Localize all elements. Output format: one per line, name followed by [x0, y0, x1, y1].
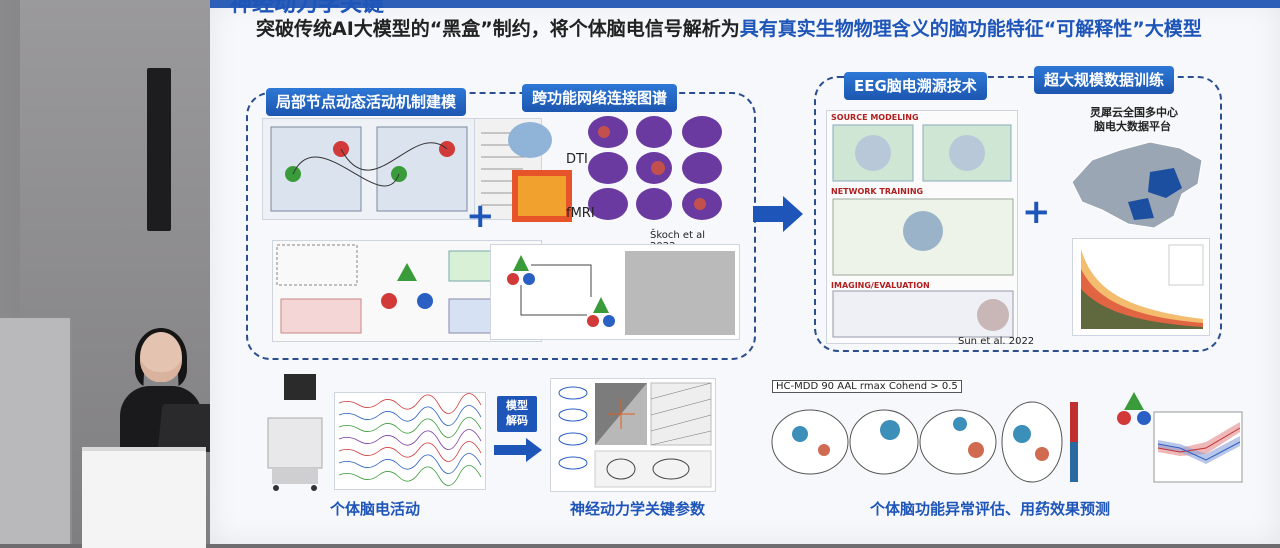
dti-label: DTI	[566, 152, 588, 167]
slide-top-band	[210, 0, 1280, 8]
wall-speaker	[147, 68, 171, 231]
tag-network-map: 跨功能网络连接图谱	[522, 84, 678, 112]
network-training-label: NETWORK TRAINING	[831, 187, 924, 196]
training-curve-chart	[1072, 238, 1210, 336]
model-decode-box: 模型解码	[497, 396, 537, 432]
circuit-diagram	[270, 126, 468, 212]
modeling-panel	[246, 92, 756, 360]
eeg-device-image	[262, 370, 330, 492]
sun-citation: Sun et al. 2022	[958, 336, 1035, 347]
plus-sign-right: +	[1022, 192, 1051, 232]
label-assessment: 个体脑功能异常评估、用药效果预测	[870, 500, 1111, 518]
lectern	[82, 447, 206, 548]
door	[0, 318, 72, 544]
tag-eeg-source: EEG脑电溯源技术	[844, 72, 987, 100]
projection-screen: 神经动力学关键 突破传统AI大模型的“黑盒”制约，将个体脑电信号解析为具有真实生…	[210, 0, 1280, 544]
connectivity-figure	[504, 114, 738, 226]
room-background	[0, 0, 230, 544]
source-localization-panel	[814, 76, 1222, 352]
fmri-label: fMRI	[566, 206, 595, 221]
neural-mass-figure	[262, 118, 476, 220]
platform-line1: 灵犀云全国多中心	[1090, 106, 1178, 119]
subtitle-prefix: 突破传统AI大模型的“黑盒”制约，将个体脑电信号解析为	[256, 18, 740, 40]
flow-arrow-icon	[753, 196, 803, 232]
decode-line1: 模型	[506, 399, 528, 412]
source-modeling-figure: SOURCE MODELING NETWORK TRAINING IMAGING…	[826, 110, 1018, 344]
presenter-head	[140, 332, 182, 382]
subtitle-highlight: 具有真实生物物理含义的脑功能特征“可解释性”大模型	[739, 18, 1202, 40]
label-key-params: 神经动力学关键参数	[570, 500, 706, 518]
drug-effect-prediction-chart	[1110, 382, 1246, 490]
plus-sign-left: +	[466, 196, 495, 236]
slide-subtitle: 突破传统AI大模型的“黑盒”制约，将个体脑电信号解析为具有真实生物物理含义的脑功…	[256, 14, 1202, 41]
decode-line2: 解码	[506, 414, 528, 427]
source-modeling-label: SOURCE MODELING	[831, 113, 919, 122]
label-eeg-activity: 个体脑电活动	[330, 500, 421, 518]
slide-heading: 神经动力学关键	[230, 0, 385, 17]
eeg-traces	[334, 392, 486, 490]
imaging-eval-label: IMAGING/EVALUATION	[831, 281, 930, 290]
tag-large-data: 超大规模数据训练	[1034, 66, 1175, 94]
decode-arrow-icon	[494, 438, 542, 462]
brain-abnormality-maps	[770, 394, 1082, 490]
platform-line2: 脑电大数据平台	[1094, 120, 1171, 133]
tag-local-modeling: 局部节点动态活动机制建模	[266, 88, 467, 116]
china-map	[1062, 132, 1210, 232]
dynamics-parameter-plots	[550, 378, 716, 492]
hc-mdd-label: HC-MDD 90 AAL rmax Cohend > 0.5	[772, 380, 962, 393]
network-coupling-diagram	[490, 244, 740, 340]
